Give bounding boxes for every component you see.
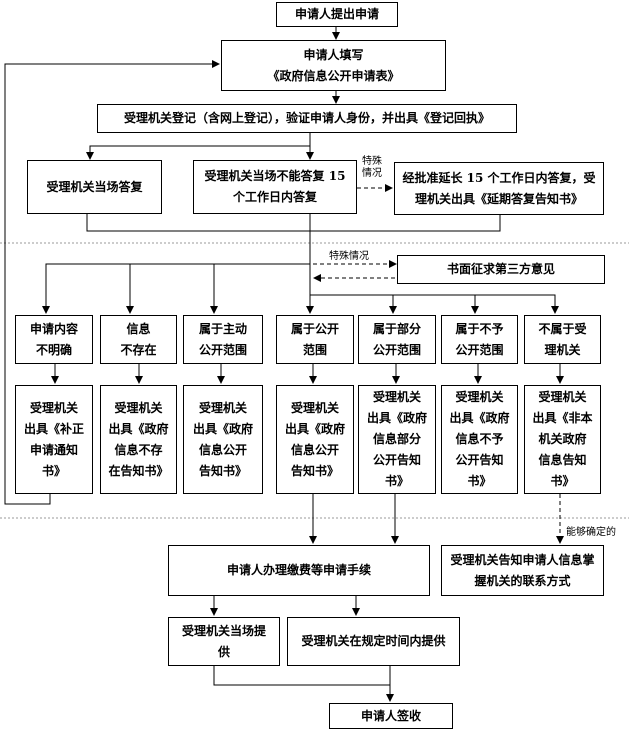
extend-reply-label: 经批准延长 15 个工作日内答复，受 理机关出具《延期答复告知书》 <box>402 170 596 206</box>
not-exist-notice-box: 受理机关 出具《政府 信息不存 在告知书》 <box>100 385 177 494</box>
reply-now-label: 受理机关当场答复 <box>46 179 143 194</box>
extend-reply-box: 经批准延长 15 个工作日内答复，受 理机关出具《延期答复告知书》 <box>394 162 604 215</box>
not-agency-label: 不属于受 理机关 <box>538 321 587 357</box>
can-determine-note: 能够确定的 <box>565 527 617 539</box>
fee-procedure-box: 申请人办理缴费等申请手续 <box>168 545 430 596</box>
correction-notice-label: 受理机关 出具《补正 申请通知 书》 <box>23 400 84 478</box>
fill-form-box: 申请人填写 《政府信息公开申请表》 <box>221 40 446 91</box>
third-party-box: 书面征求第三方意见 <box>397 255 605 284</box>
no-public-scope-label: 属于不予 公开范围 <box>455 321 504 357</box>
unclear-label: 申请内容 不明确 <box>29 321 78 357</box>
reply-15-days-label: 受理机关当场不能答复 15 个工作日内答复 <box>204 169 346 204</box>
no-public-notice-label: 受理机关 出具《政府 信息不予 公开告知 书》 <box>449 390 510 488</box>
not-exist-notice-label: 受理机关 出具《政府 信息不存 在告知书》 <box>108 400 169 478</box>
no-public-scope-box: 属于不予 公开范围 <box>441 315 518 364</box>
register-label: 受理机关登记（含网上登记），验证申请人身份，并出具《登记回执》 <box>123 111 490 125</box>
correction-notice-box: 受理机关 出具《补正 申请通知 书》 <box>15 385 93 494</box>
partial-notice-label: 受理机关 出具《政府 信息部分 公开告知 书》 <box>366 390 427 488</box>
not-agency-notice-box: 受理机关 出具《非本 机关政府 信息告知 书》 <box>524 385 601 494</box>
partial-scope-label: 属于部分 公开范围 <box>372 321 421 357</box>
fee-procedure-label: 申请人办理缴费等申请手续 <box>226 563 371 577</box>
public-notice-box: 受理机关 出具《政府 信息公开 告知书》 <box>276 385 354 494</box>
special-case-note-1: 特殊 情况 <box>361 156 383 180</box>
partial-notice-box: 受理机关 出具《政府 信息部分 公开告知 书》 <box>358 385 436 494</box>
provide-now-label: 受理机关当场提 供 <box>181 623 266 659</box>
not-exist-label: 信息 不存在 <box>120 321 157 357</box>
provide-now-box: 受理机关当场提 供 <box>168 617 280 666</box>
not-agency-notice-label: 受理机关 出具《非本 机关政府 信息告知 书》 <box>532 390 593 488</box>
sign-label: 申请人签收 <box>360 708 421 723</box>
inform-contact-label: 受理机关告知申请人信息掌 握机关的联系方式 <box>450 552 595 588</box>
reply-now-box: 受理机关当场答复 <box>27 160 162 214</box>
third-party-label: 书面征求第三方意见 <box>446 262 555 276</box>
active-public-notice-box: 受理机关 出具《政府 信息公开 告知书》 <box>183 385 263 494</box>
fill-form-label: 申请人填写 《政府信息公开申请表》 <box>267 47 400 83</box>
reply-15-days-box: 受理机关当场不能答复 15 个工作日内答复 <box>193 160 357 214</box>
partial-scope-box: 属于部分 公开范围 <box>358 315 436 364</box>
start-box: 申请人提出申请 <box>276 2 398 27</box>
provide-later-label: 受理机关在规定时间内提供 <box>301 634 446 648</box>
active-public-notice-label: 受理机关 出具《政府 信息公开 告知书》 <box>192 400 253 478</box>
active-scope-label: 属于主动 公开范围 <box>198 321 247 357</box>
inform-contact-box: 受理机关告知申请人信息掌 握机关的联系方式 <box>441 545 604 596</box>
special-case-note-2: 特殊情况 <box>328 251 370 263</box>
not-exist-box: 信息 不存在 <box>100 315 177 364</box>
not-agency-box: 不属于受 理机关 <box>524 315 601 364</box>
start-label: 申请人提出申请 <box>294 7 379 21</box>
no-public-notice-box: 受理机关 出具《政府 信息不予 公开告知 书》 <box>441 385 518 494</box>
sign-box: 申请人签收 <box>329 703 453 729</box>
unclear-box: 申请内容 不明确 <box>15 315 93 364</box>
provide-later-box: 受理机关在规定时间内提供 <box>287 617 460 666</box>
register-box: 受理机关登记（含网上登记），验证申请人身份，并出具《登记回执》 <box>97 104 517 133</box>
public-notice-label: 受理机关 出具《政府 信息公开 告知书》 <box>284 400 345 478</box>
public-scope-box: 属于公开 范围 <box>276 315 354 364</box>
active-scope-box: 属于主动 公开范围 <box>183 315 263 364</box>
public-scope-label: 属于公开 范围 <box>290 321 339 357</box>
